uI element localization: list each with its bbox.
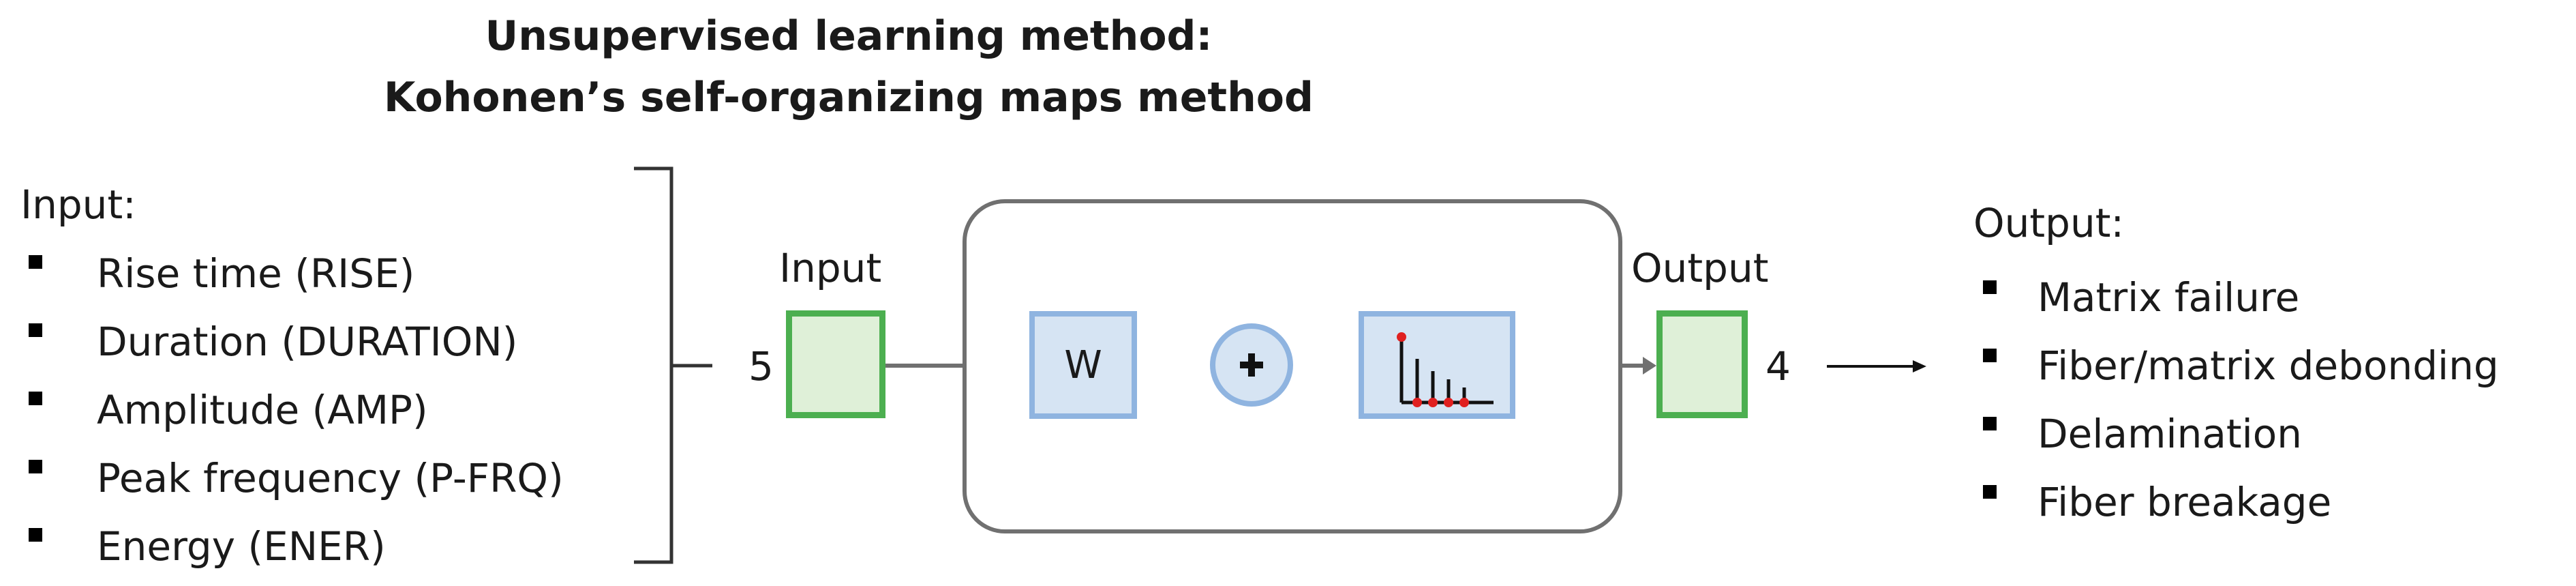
output-list-heading: Output: bbox=[1973, 200, 2125, 246]
arrow-head-icon bbox=[1643, 357, 1656, 375]
input-bracket bbox=[634, 166, 673, 564]
diagram-title-line-2: Kohonen’s self-organizing maps method bbox=[384, 74, 1314, 121]
bullet-icon bbox=[1983, 485, 1997, 499]
input-node-label: Input bbox=[779, 245, 882, 291]
output-size-label: 4 bbox=[1766, 343, 1791, 390]
arrow-head-icon bbox=[1913, 360, 1926, 372]
bullet-icon bbox=[29, 255, 42, 269]
bullet-icon bbox=[29, 528, 42, 542]
input-size-label: 5 bbox=[748, 343, 774, 390]
competitive-transfer-function-icon bbox=[1397, 332, 1494, 407]
input-list-heading: Input: bbox=[20, 181, 136, 228]
bullet-icon bbox=[1983, 349, 1997, 362]
bullet-icon bbox=[29, 392, 42, 405]
diagram-title-line-1: Unsupervised learning method: bbox=[485, 12, 1213, 60]
weight-label: W bbox=[1064, 342, 1102, 387]
input-node-box bbox=[786, 310, 885, 418]
bullet-icon bbox=[29, 460, 42, 473]
weight-matrix-box: W bbox=[1029, 311, 1137, 419]
plus-circle-icon bbox=[1210, 323, 1293, 407]
output-node-box bbox=[1656, 310, 1748, 418]
bullet-icon bbox=[1983, 417, 1997, 430]
bullet-icon bbox=[29, 323, 42, 337]
output-node-label: Output bbox=[1631, 245, 1769, 291]
bullet-icon bbox=[1983, 280, 1997, 294]
transfer-function-box bbox=[1359, 311, 1515, 419]
plus-glyph bbox=[1240, 353, 1263, 377]
